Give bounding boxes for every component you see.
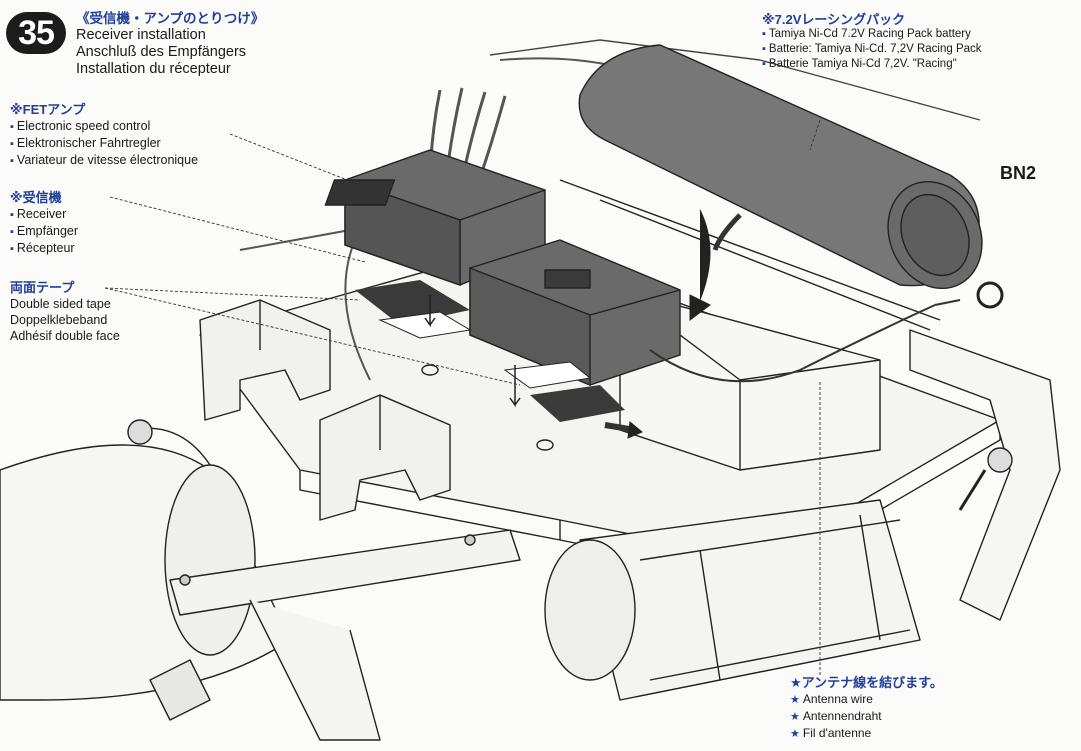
esc-label: ※FETアンプ Electronic speed control Elektro… — [10, 102, 198, 169]
tape-label-jp: 両面テープ — [10, 280, 75, 295]
saddle-mount-right — [319, 394, 451, 521]
antenna-wire — [649, 304, 936, 383]
step-title-de: Anschluß des Empfängers — [76, 44, 247, 60]
saddle-mount-left — [199, 299, 331, 421]
battery-label-jp: ※7.2Vレーシングパック — [762, 12, 906, 27]
tape-label-fr: Adhésif double face — [10, 329, 120, 343]
receiver-label-de: Empfänger — [10, 223, 78, 240]
antenna-label-jp: ★アンテナ線を結びます。 — [790, 675, 943, 690]
direction-arrows — [424, 209, 742, 439]
esc-label-en: Electronic speed control — [10, 118, 198, 135]
linkage-plate — [169, 529, 521, 616]
step-title-fr: Installation du récepteur — [76, 61, 231, 77]
tape-label: 両面テープ Double sided tape Doppelklebeband … — [10, 280, 120, 344]
step-number-badge: 35 — [6, 12, 66, 54]
receiver-unit — [469, 239, 681, 387]
step-title-en: Receiver installation — [76, 27, 206, 43]
bn2-part-label: BN2 — [1000, 163, 1037, 183]
antenna-label-de: Antennendraht — [790, 708, 943, 725]
battery-label: ※7.2Vレーシングパック Tamiya Ni-Cd 7.2V Racing P… — [762, 12, 982, 72]
battery-pack — [578, 44, 983, 290]
tape-label-de: Doppelklebeband — [10, 313, 108, 327]
tape-label-en: Double sided tape — [10, 297, 111, 311]
esc-label-jp: ※FETアンプ — [10, 102, 86, 117]
esc-label-fr: Variateur de vitesse électronique — [10, 152, 198, 169]
esc-unit — [324, 149, 546, 286]
step-title-jp: 《受信機・アンプのとりつけ》 — [76, 11, 265, 26]
battery-label-de: Batterie: Tamiya Ni-Cd. 7,2V Racing Pack — [762, 42, 982, 57]
step-title: 《受信機・アンプのとりつけ》 Receiver installation Ans… — [76, 10, 264, 78]
receiver-label: ※受信機 Receiver Empfänger Récepteur — [10, 190, 78, 257]
front-cylinder — [544, 499, 921, 701]
antenna-label-fr: Fil d'antenne — [790, 725, 943, 742]
battery-label-en: Tamiya Ni-Cd 7.2V Racing Pack battery — [762, 27, 982, 42]
receiver-label-jp: ※受信機 — [10, 190, 62, 205]
antenna-label: ★アンテナ線を結びます。 Antenna wire Antennendraht … — [790, 675, 943, 742]
battery-label-fr: Batterie Tamiya Ni-Cd 7,2V. "Racing" — [762, 57, 982, 72]
tape-piece-receiver — [530, 385, 625, 422]
motor-cylinder — [0, 419, 291, 701]
right-bracket — [909, 329, 1061, 621]
esc-label-de: Elektronischer Fahrtregler — [10, 135, 198, 152]
receiver-label-en: Receiver — [10, 206, 78, 223]
receiver-label-fr: Récepteur — [10, 240, 78, 257]
antenna-label-en: Antenna wire — [790, 691, 943, 708]
